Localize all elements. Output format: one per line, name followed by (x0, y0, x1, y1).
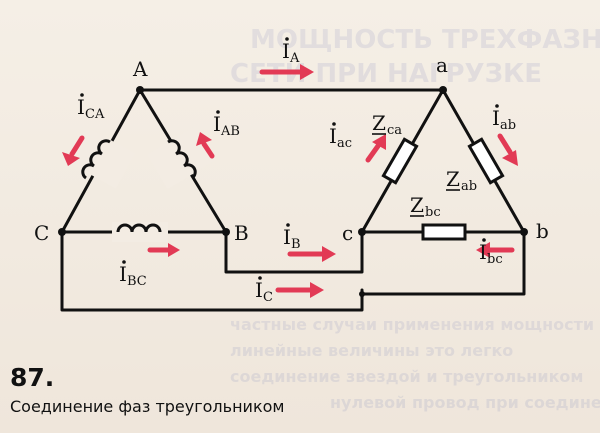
svg-text:A: A (289, 51, 300, 66)
svg-text:AB: AB (220, 124, 240, 139)
node-C-dot (58, 228, 66, 236)
node-c-dot (358, 228, 366, 236)
label-Z-bc: Z bc (410, 193, 441, 220)
arrow-I-B (287, 246, 336, 262)
svg-text:bc: bc (425, 205, 441, 220)
svg-text:I: I (119, 262, 127, 286)
label-I-bc: I bc (479, 238, 503, 267)
svg-text:I: I (77, 95, 85, 119)
svg-text:I: I (492, 106, 500, 130)
arrow-I-ac (365, 134, 386, 163)
node-B-dot (222, 228, 230, 236)
node-A-dot (136, 86, 144, 94)
svg-text:ac: ac (337, 136, 352, 151)
svg-text:I: I (213, 112, 221, 136)
arrow-I-CA (62, 135, 85, 166)
line-wire-c-left (60, 230, 364, 312)
svg-text:bc: bc (487, 252, 503, 267)
label-I-B: I B (283, 223, 301, 252)
resistor-z-ca (381, 137, 419, 185)
svg-text:CA: CA (85, 107, 105, 122)
svg-text:I: I (479, 240, 487, 264)
label-node-a: a (436, 53, 448, 77)
svg-text:Z: Z (372, 111, 386, 135)
label-node-c: c (342, 221, 353, 245)
figure-number: 87. (10, 363, 55, 392)
svg-text:Z: Z (446, 167, 460, 191)
coil-ab (146, 124, 218, 190)
svg-text:Z: Z (410, 193, 424, 217)
label-node-B: B (234, 221, 249, 245)
label-node-A: A (132, 57, 148, 81)
label-I-AB: I AB (213, 110, 240, 139)
arrow-I-bc (476, 242, 515, 258)
label-I-C: I C (255, 276, 273, 305)
node-a-dot (439, 86, 447, 94)
label-I-A: I A (282, 37, 300, 66)
svg-text:I: I (283, 225, 291, 249)
resistor-z-bc (421, 223, 467, 241)
svg-text:C: C (263, 290, 273, 305)
svg-text:I: I (282, 39, 290, 63)
line-wire-c-right (360, 230, 526, 296)
label-I-BC: I BC (119, 260, 147, 289)
svg-text:ab: ab (500, 118, 516, 133)
label-Z-ca: Z ca (372, 111, 402, 138)
arrow-I-AB (196, 132, 215, 159)
label-I-ac: I ac (329, 122, 352, 151)
label-I-CA: I CA (77, 93, 105, 122)
label-Z-ab: Z ab (446, 167, 477, 194)
arrow-I-BC (147, 243, 180, 257)
arrow-I-A (259, 64, 314, 80)
figure-caption: Соединение фаз треугольником (10, 397, 285, 416)
arrow-I-C (275, 282, 324, 298)
svg-text:BC: BC (127, 274, 147, 289)
svg-text:I: I (329, 124, 337, 148)
node-b-dot (520, 228, 528, 236)
label-node-b: b (536, 219, 549, 243)
arrow-I-ab (497, 133, 518, 166)
svg-text:I: I (255, 278, 263, 302)
label-node-C: C (34, 221, 49, 245)
line-wire-b (224, 230, 364, 274)
svg-text:ca: ca (387, 123, 402, 138)
coil-bc (112, 222, 168, 242)
svg-text:ab: ab (461, 179, 477, 194)
resistor-z-ab (467, 137, 505, 185)
label-I-ab: I ab (492, 104, 516, 133)
svg-text:B: B (291, 237, 301, 252)
node-c-junction-dot (359, 291, 365, 297)
